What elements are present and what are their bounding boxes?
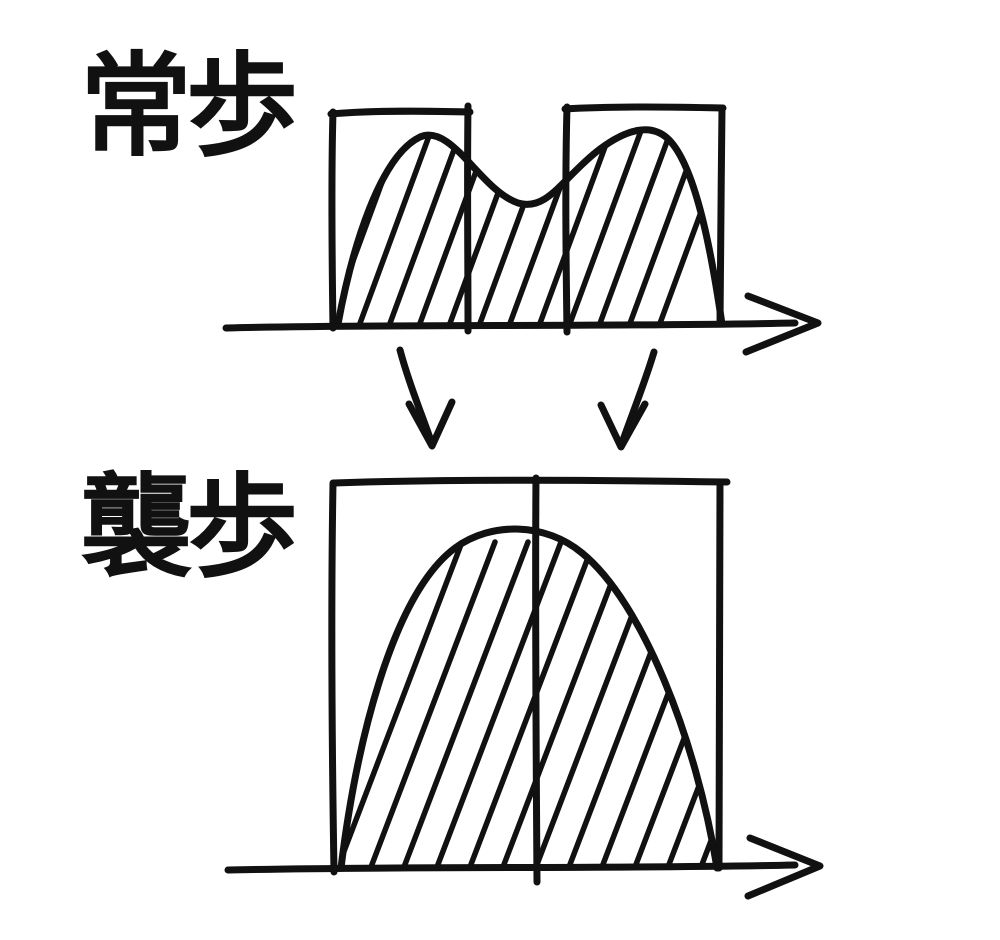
gallop-box-right-edge (715, 478, 724, 872)
hatch-line (349, 129, 435, 324)
gallop-axis (224, 834, 824, 900)
walk-axis-arrowhead-icon (742, 292, 822, 356)
walk-left-box-top-edge (327, 107, 474, 118)
walk-left-box-left-edge (328, 108, 337, 332)
gallop-diagram (224, 474, 824, 900)
hatch-line (559, 129, 645, 324)
down-arrow-right-head-icon (597, 400, 649, 451)
hatch-line (591, 539, 717, 868)
hatch-line (426, 539, 564, 868)
gallop-box-top-edge (330, 476, 731, 487)
hatch-line (657, 539, 717, 868)
walk-right-box-top-edge (561, 103, 727, 113)
gallop-box-left-edge (328, 479, 338, 876)
hatch-line (589, 129, 675, 324)
walk-label: 常歩 (80, 42, 295, 172)
walk-diagram (222, 102, 822, 356)
hatch-line (360, 539, 498, 868)
hatch-line (529, 129, 615, 324)
down-arrow-left-head-icon (405, 398, 456, 450)
hatch-line (624, 539, 717, 868)
down-arrow-left-shaft (396, 346, 434, 442)
down-arrow-left (396, 346, 456, 450)
down-arrow-right-shaft (619, 348, 658, 444)
hatch-line (341, 539, 432, 868)
hatch-line (558, 539, 696, 868)
hatch-line (492, 539, 630, 868)
hatch-line (525, 539, 663, 868)
walk-hatching (338, 129, 722, 324)
walk-right-box-left-edge (562, 103, 571, 336)
walk-axis-line (222, 319, 799, 332)
hatch-line (393, 539, 531, 868)
hatch-line (341, 539, 465, 868)
walk-left-box (327, 102, 474, 335)
gallop-curve (337, 525, 721, 872)
mapping-arrows (396, 346, 658, 451)
gallop-box-divider (532, 474, 541, 886)
walk-curve (334, 126, 726, 328)
gallop-axis-arrowhead-icon (744, 834, 824, 900)
hatch-line (379, 129, 465, 324)
walk-axis (222, 292, 822, 356)
down-arrow-right (597, 348, 658, 451)
gallop-axis-line (224, 861, 799, 874)
gallop-label: 襲歩 (80, 463, 295, 593)
hatch-line (459, 539, 597, 868)
